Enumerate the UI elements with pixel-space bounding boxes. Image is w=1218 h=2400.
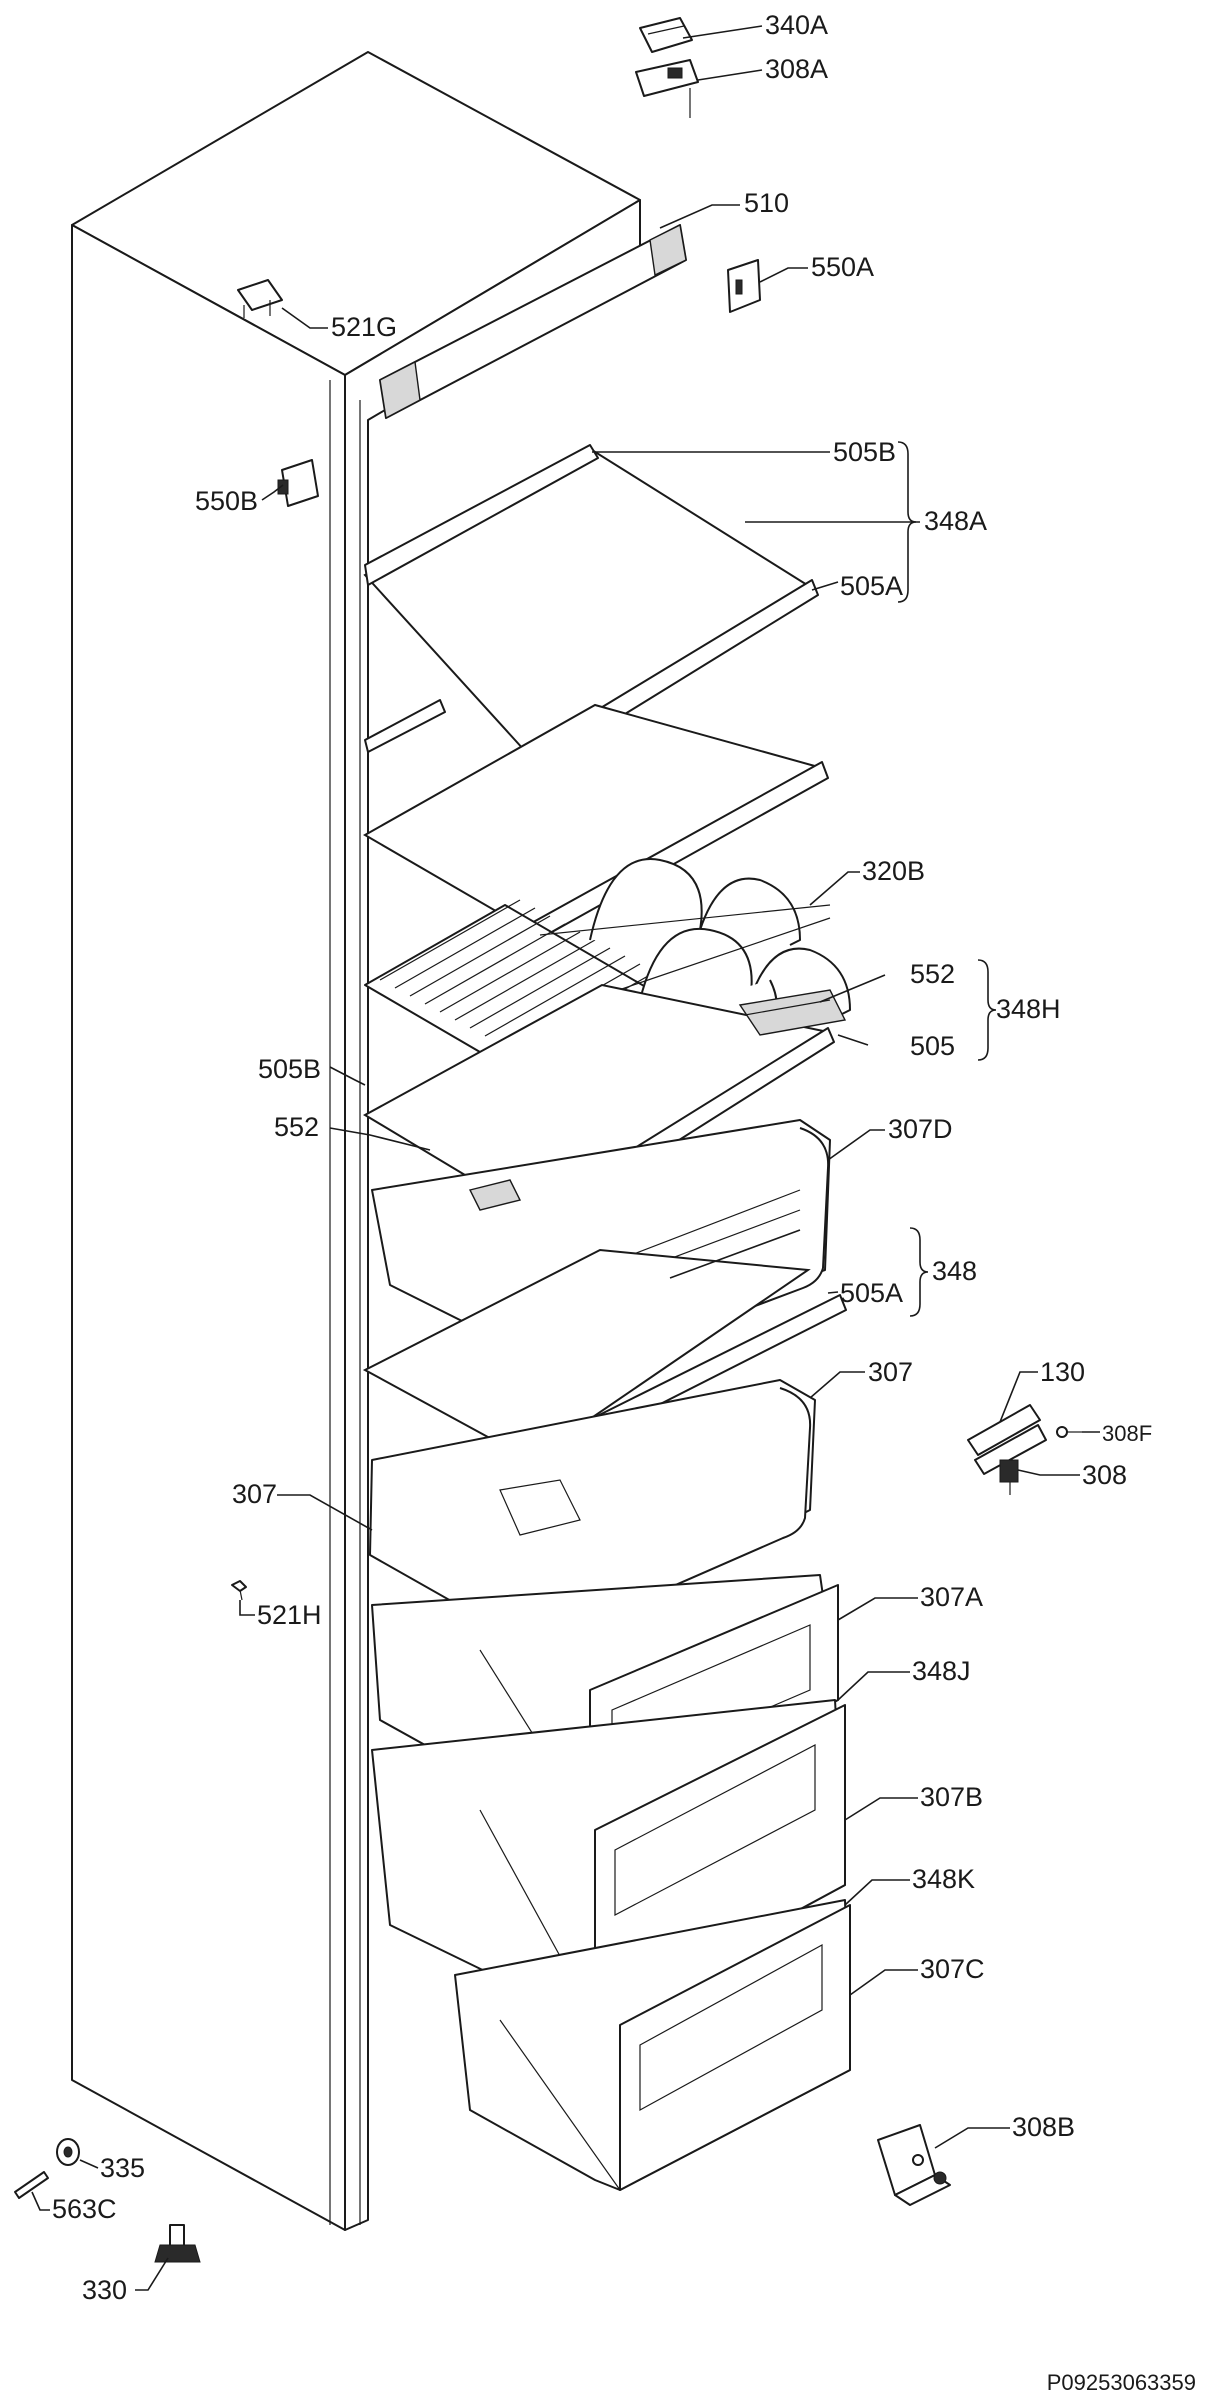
cabinet bbox=[71, 51, 641, 2231]
label-505A-top: 505A bbox=[840, 571, 903, 601]
screw-308F bbox=[1056, 1426, 1082, 1438]
label-521H: 521H bbox=[257, 1600, 322, 1630]
bracket-group-348 bbox=[909, 1227, 929, 1317]
label-550B: 550B bbox=[195, 486, 258, 516]
label-348K: 348K bbox=[912, 1864, 975, 1894]
part-550A bbox=[727, 259, 761, 313]
foot-330 bbox=[154, 2224, 201, 2263]
label-510: 510 bbox=[744, 188, 789, 218]
label-552-right: 552 bbox=[910, 959, 955, 989]
part-510 bbox=[379, 223, 687, 420]
label-308: 308 bbox=[1082, 1460, 1127, 1490]
hinge-130 bbox=[967, 1404, 1047, 1495]
part-308A bbox=[635, 59, 699, 118]
label-563C: 563C bbox=[52, 2194, 117, 2224]
leader-lines bbox=[31, 25, 1100, 2291]
label-307C: 307C bbox=[920, 1954, 985, 1984]
label-130: 130 bbox=[1040, 1357, 1085, 1387]
label-308F: 308F bbox=[1102, 1421, 1152, 1446]
drawer-307C bbox=[454, 1899, 851, 2191]
reference-number: P09253063359 bbox=[1047, 2370, 1196, 2395]
label-348J: 348J bbox=[912, 1656, 971, 1686]
label-308B: 308B bbox=[1012, 2112, 1075, 2142]
part-563C bbox=[14, 2171, 49, 2199]
label-550A: 550A bbox=[811, 252, 874, 282]
label-308A: 308A bbox=[765, 54, 828, 84]
part-340A bbox=[639, 17, 693, 53]
label-505-right: 505 bbox=[910, 1031, 955, 1061]
callout-labels: 340A 308A 510 550A 521G 505B 348A 505A 5… bbox=[52, 10, 1152, 2305]
label-307-left: 307 bbox=[232, 1479, 277, 1509]
drawer-307 bbox=[369, 1379, 816, 1646]
bracket-group-348H bbox=[977, 959, 997, 1061]
label-320B: 320B bbox=[862, 856, 925, 886]
bracket-308B bbox=[877, 2124, 951, 2206]
part-550B bbox=[277, 459, 319, 507]
label-505B-left: 505B bbox=[258, 1054, 321, 1084]
label-505B-top: 505B bbox=[833, 437, 896, 467]
label-505A-mid: 505A bbox=[840, 1278, 903, 1308]
part-335 bbox=[56, 2138, 80, 2166]
label-348A: 348A bbox=[924, 506, 987, 536]
label-335: 335 bbox=[100, 2153, 145, 2183]
label-340A: 340A bbox=[765, 10, 828, 40]
part-521G bbox=[237, 279, 283, 318]
label-552-left: 552 bbox=[274, 1112, 319, 1142]
label-348: 348 bbox=[932, 1256, 977, 1286]
label-307A: 307A bbox=[920, 1582, 983, 1612]
label-307-right: 307 bbox=[868, 1357, 913, 1387]
label-330: 330 bbox=[82, 2275, 127, 2305]
bracket-group-348A bbox=[897, 441, 917, 603]
label-348H: 348H bbox=[996, 994, 1061, 1024]
label-307D: 307D bbox=[888, 1114, 953, 1144]
label-521G: 521G bbox=[331, 312, 397, 342]
screw-521H bbox=[231, 1580, 247, 1601]
label-307B: 307B bbox=[920, 1782, 983, 1812]
